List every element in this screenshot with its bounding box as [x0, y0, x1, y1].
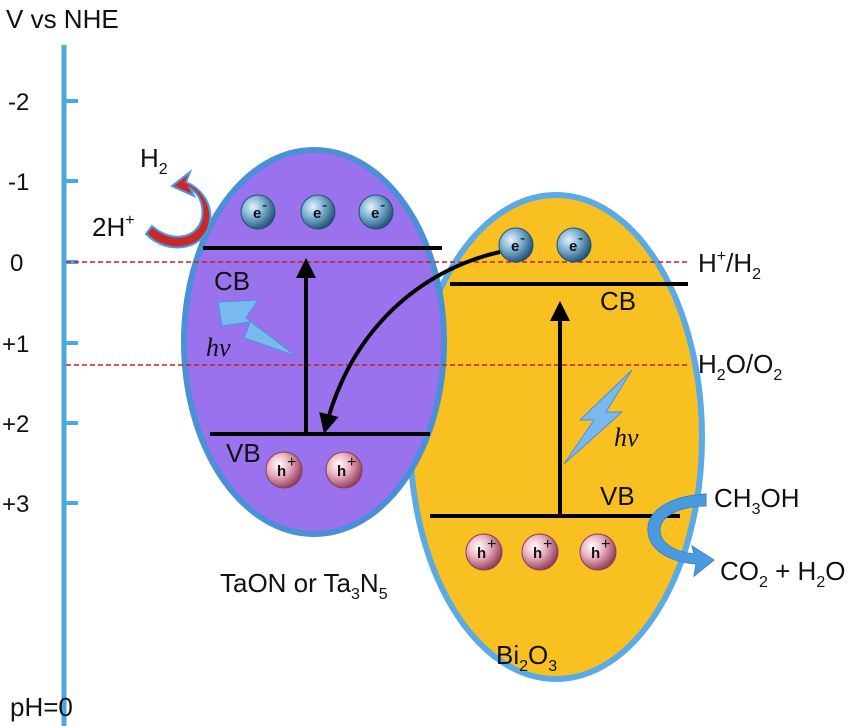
electron-transfer-arrow [319, 250, 501, 434]
svg-text:e: e [313, 205, 321, 222]
taon-vb-label: VB [226, 438, 261, 468]
bi2o3-cb-label: CB [600, 286, 636, 316]
ph-label: pH=0 [10, 692, 73, 722]
svg-text:+: + [543, 536, 552, 553]
svg-text:-: - [380, 197, 385, 214]
taon-name-label: TaON or Ta3N5 [220, 568, 388, 603]
h2-evolution-arrow [144, 168, 212, 249]
h2-product-label: H2 [140, 143, 168, 178]
bi2o3-name-label: Bi2O3 [496, 640, 557, 675]
electron: e - [498, 227, 534, 263]
svg-text:h: h [591, 545, 600, 562]
bi2o3-hv-label: hν [614, 423, 639, 452]
axis-tick-label: +3 [2, 491, 29, 518]
h-plus-reactant-label: 2H+ [92, 212, 135, 242]
svg-text:+: + [287, 454, 296, 471]
methanol-oxidation-arrow [647, 493, 715, 578]
svg-text:-: - [322, 197, 327, 214]
taon-hv-label: hν [206, 333, 231, 362]
taon-cb-label: CB [214, 266, 250, 296]
axis-tick-label: -1 [8, 169, 29, 196]
svg-text:h: h [337, 463, 346, 480]
axis-tick-label: +2 [2, 411, 29, 438]
svg-text:h: h [533, 545, 542, 562]
svg-text:e: e [569, 238, 577, 255]
svg-text:e: e [511, 238, 519, 255]
hole: h + [579, 533, 617, 571]
svg-text:h: h [477, 545, 486, 562]
axis-tick-label: +1 [2, 331, 29, 358]
svg-text:h: h [277, 463, 286, 480]
axis-tick-label: 0 [10, 250, 23, 277]
electron: e - [556, 227, 592, 263]
svg-text:e: e [371, 205, 379, 222]
svg-text:+: + [347, 454, 356, 471]
axis-tick-label: -2 [8, 89, 29, 116]
svg-text:-: - [578, 230, 583, 247]
h2o-o2-label: H2O/O2 [698, 349, 782, 384]
hole: h + [465, 533, 503, 571]
co2-h2o-label: CO2 + H2O [720, 556, 845, 591]
lightning-icon [563, 369, 633, 465]
hole: h + [325, 451, 363, 489]
svg-text:-: - [520, 230, 525, 247]
svg-text:-: - [262, 197, 267, 214]
axis-title: V vs NHE [6, 4, 119, 34]
electron: e - [300, 194, 336, 230]
electron: e - [240, 194, 276, 230]
bi2o3-vb-label: VB [600, 481, 635, 511]
lightning-icon [217, 299, 297, 357]
svg-text:+: + [601, 536, 610, 553]
svg-text:e: e [253, 205, 261, 222]
ch3oh-label: CH3OH [714, 483, 799, 518]
electron: e - [358, 194, 394, 230]
hole: h + [265, 451, 303, 489]
h-plus-h2-label: H+/H2 [698, 248, 761, 283]
svg-text:+: + [487, 536, 496, 553]
hole: h + [521, 533, 559, 571]
